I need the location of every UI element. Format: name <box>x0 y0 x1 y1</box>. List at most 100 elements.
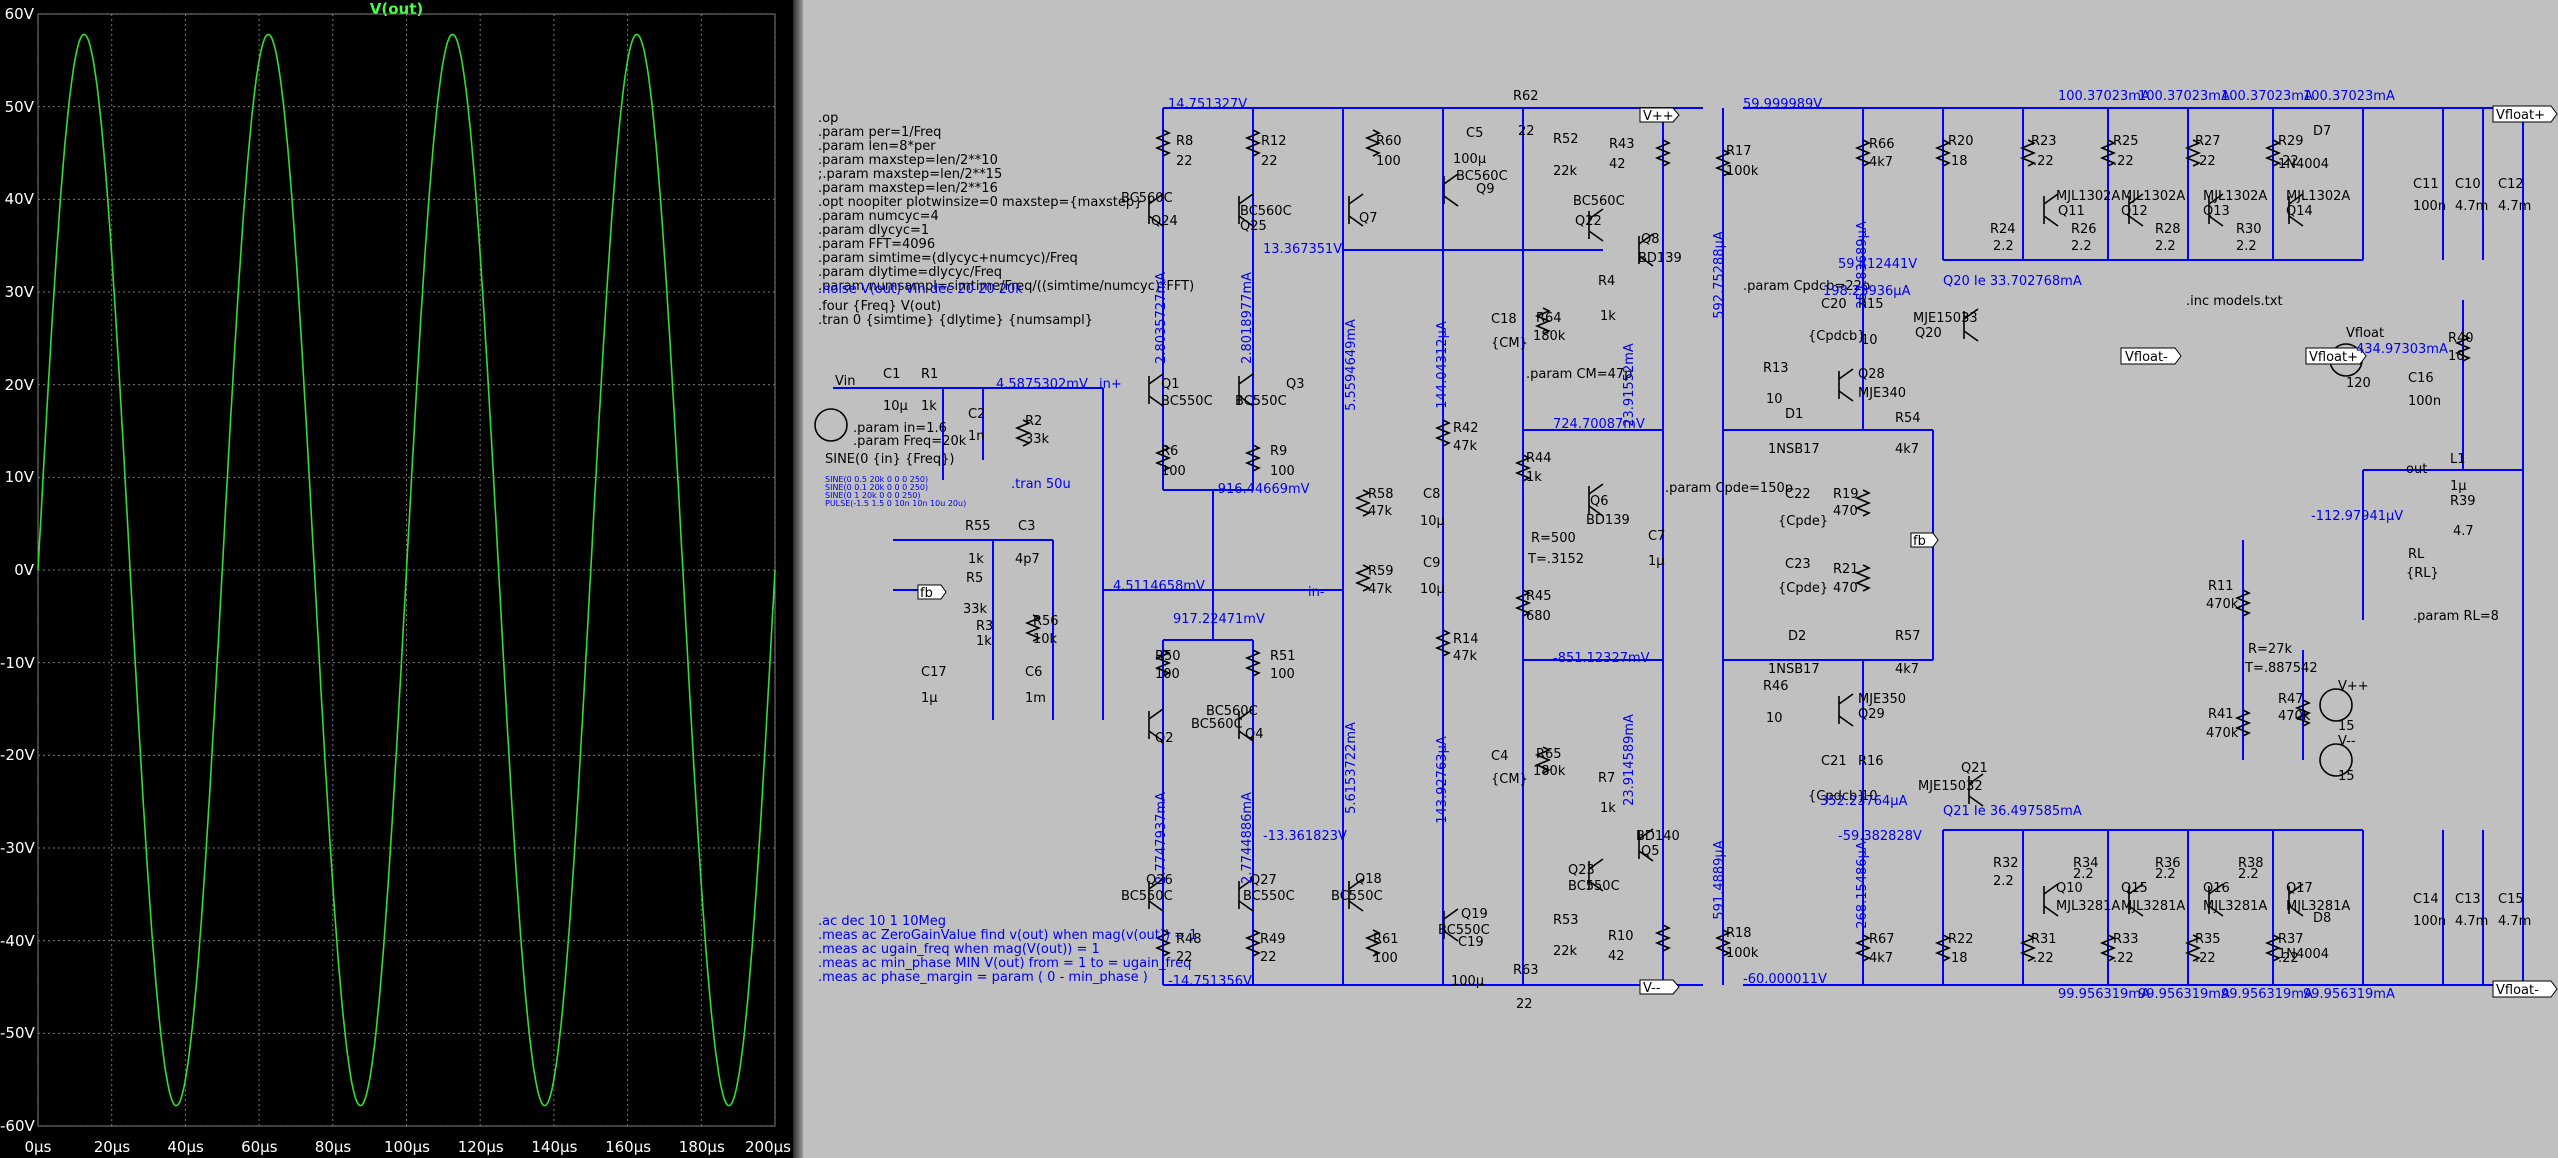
y-tick-label: -30V <box>0 839 35 857</box>
component-label: R17 <box>1726 144 1752 159</box>
component-label: Q14 <box>2286 204 2313 219</box>
component-label: R13 <box>1763 361 1789 376</box>
svg-text:SINE(0 1 20k 0 0 0 250): SINE(0 1 20k 0 0 0 250) <box>825 491 921 500</box>
component-label: BC560C <box>1191 717 1243 732</box>
component-label: 180k <box>1533 329 1566 344</box>
component-label: 42 <box>1608 949 1625 964</box>
component-label: Q19 <box>1461 907 1488 922</box>
component-label: C16 <box>2408 371 2434 386</box>
component-label: R45 <box>1526 589 1552 604</box>
netlabel-vfloat-plus-source[interactable]: Vfloat+ <box>2305 347 2367 365</box>
component-label: C1 <box>883 367 900 382</box>
component-label: 33k <box>1025 432 1050 447</box>
component-label: {CM} <box>1491 336 1528 351</box>
component-label: R44 <box>1526 451 1552 466</box>
x-tick-label: 20µs <box>93 1138 131 1156</box>
sine-source-value[interactable]: SINE(0 {in} {Freq}) <box>825 452 954 467</box>
netlabel-vfloat-minus-bottom[interactable]: Vfloat- <box>2492 980 2558 998</box>
component-label: R23 <box>2031 134 2057 149</box>
four-directive-block[interactable]: .four {Freq} V(out) .tran 0 {simtime} {d… <box>818 299 1093 328</box>
component-label: C17 <box>921 665 947 680</box>
y-tick-label: -20V <box>0 746 35 765</box>
component-label: R52 <box>1553 132 1579 147</box>
component-label: R55 <box>965 519 991 534</box>
component-label: BD139 <box>1638 251 1682 266</box>
component-label: R63 <box>1513 963 1539 978</box>
component-label: .22 <box>2033 951 2054 966</box>
component-label: Q17 <box>2286 881 2313 896</box>
component-label: 4k7 <box>1869 155 1893 170</box>
node-voltage-label: 99.956319mA <box>2058 987 2150 1002</box>
component-label: Q6 <box>1590 494 1609 509</box>
component-label: MJE15033 <box>1913 311 1978 326</box>
component-label: 18 <box>1951 951 1968 966</box>
component-label: Q21 <box>1961 761 1988 776</box>
component-label: Q12 <box>2121 204 2148 219</box>
param-rl[interactable]: .param RL=8 <box>2413 609 2499 624</box>
component-label: 120 <box>2346 376 2371 391</box>
netlabel-vfloat-plus-top[interactable]: Vfloat+ <box>2492 105 2558 123</box>
param-cpde[interactable]: .param Cpde=150p <box>1665 481 1793 496</box>
source-alt-values: SINE(0 0.5 20k 0 0 0 250) SINE(0 0.1 20k… <box>825 475 966 508</box>
x-tick-label: 0µs <box>24 1138 52 1156</box>
component-label: C15 <box>2498 892 2524 907</box>
component-label: R18 <box>1726 926 1752 941</box>
component-label: 2.2 <box>2073 867 2094 882</box>
netlabel-fb-input[interactable]: fb <box>917 584 947 601</box>
param-freq[interactable]: .param Freq=20k <box>853 434 967 449</box>
component-label: C5 <box>1466 126 1483 141</box>
component-label: C10 <box>2455 177 2481 192</box>
component-label: Q3 <box>1286 377 1305 392</box>
component-label: .22 <box>2113 951 2134 966</box>
svg-text:V--: V-- <box>1643 981 1661 996</box>
component-label: 22k <box>1553 164 1578 179</box>
component-label: R41 <box>2208 707 2234 722</box>
branch-current-label: 592.75288µA <box>1712 231 1727 319</box>
param-cpdcb[interactable]: .param Cpdcb=22p <box>1743 279 1870 294</box>
component-label: R16 <box>1858 754 1884 769</box>
component-label: Q18 <box>1355 872 1382 887</box>
param-in[interactable]: .param in=1.6 <box>853 421 947 436</box>
inc-directive[interactable]: .inc models.txt <box>2186 294 2283 309</box>
component-label: 100 <box>1155 667 1180 682</box>
netlabel-vfloat-minus-source[interactable]: Vfloat- <box>2120 347 2182 365</box>
schematic-pane[interactable]: .op .param per=1/Freq .param len=8*per .… <box>803 0 2558 1158</box>
component-label: 2.2 <box>2236 239 2257 254</box>
component-label: Q16 <box>2203 881 2230 896</box>
component-label: MJE340 <box>1858 386 1906 401</box>
component-label: 1k <box>1526 470 1542 485</box>
component-label: R4 <box>1598 274 1615 289</box>
component-label: R64 <box>1536 311 1562 326</box>
schematic-canvas[interactable]: .op .param per=1/Freq .param len=8*per .… <box>803 0 2558 1158</box>
component-label: 10µ <box>1420 582 1445 597</box>
component-label: 100k <box>1726 946 1759 961</box>
component-label: Q25 <box>1240 219 1267 234</box>
node-voltage-label: -112.97941µV <box>2311 509 2403 524</box>
netlabel-fb-output[interactable]: fb <box>1910 532 1939 549</box>
component-label: R33 <box>2113 932 2139 947</box>
component-label: 1µ <box>921 691 938 706</box>
vout-trace[interactable] <box>37 33 776 1107</box>
tran-directive[interactable]: .tran 50u <box>1011 477 1071 492</box>
ac-directive-block[interactable]: .ac dec 10 1 10Meg .meas ac ZeroGainValu… <box>818 914 1202 985</box>
component-label: 1k <box>921 399 937 414</box>
op-directive-block[interactable]: .op .param per=1/Freq .param len=8*per .… <box>818 111 1194 294</box>
node-voltage-label: 434.97303mA <box>2356 342 2448 357</box>
node-voltage-label: -916.44669mV <box>1213 482 1310 497</box>
component-label: 100 <box>1270 667 1295 682</box>
component-label: 15 <box>2338 719 2355 734</box>
y-tick-label: -50V <box>0 1024 35 1043</box>
param-cm[interactable]: .param CM=47p <box>1526 367 1632 382</box>
waveform-plot[interactable] <box>0 0 793 1158</box>
branch-current-label: 5.6153722mA <box>1344 722 1359 814</box>
component-label: R42 <box>1453 421 1479 436</box>
component-label: out <box>2406 462 2427 477</box>
component-label: R59 <box>1368 564 1394 579</box>
pane-splitter[interactable] <box>793 0 803 1158</box>
component-label: 22 <box>1261 154 1278 169</box>
component-label: R25 <box>2113 134 2139 149</box>
netlabel-vpp-top[interactable]: V++ <box>1639 107 1680 124</box>
noise-directive[interactable]: .noise V(out) Vin dec 20 20 20k <box>818 282 1023 297</box>
netlabel-vmm-bottom[interactable]: V-- <box>1639 979 1680 996</box>
